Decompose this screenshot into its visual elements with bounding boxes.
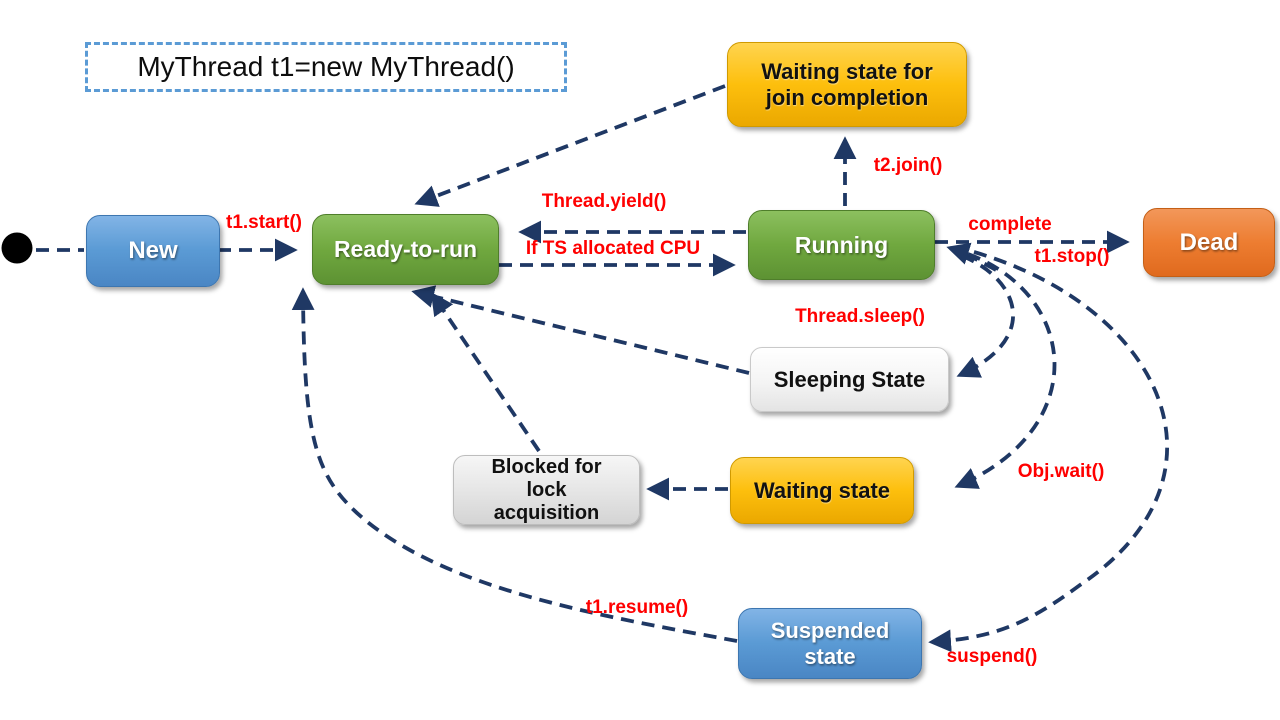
arrow-sleep-back	[411, 285, 750, 375]
state-blocked: Blocked for lock acquisition	[453, 455, 640, 525]
state-running-label: Running	[794, 231, 889, 258]
title-text: MyThread t1=new MyThread()	[137, 51, 515, 82]
state-waiting-label: Waiting state	[753, 477, 891, 503]
arrow-suspend	[928, 250, 1169, 653]
state-sleeping-label: Sleeping State	[773, 366, 926, 392]
transition-label-suspend: suspend()	[946, 646, 1038, 667]
arrow-join-back	[414, 84, 726, 207]
arrow-blocked-back	[430, 291, 541, 453]
state-suspended: Suspended state	[738, 608, 922, 679]
state-dead: Dead	[1143, 208, 1275, 277]
state-ready-to-run: Ready-to-run	[312, 214, 499, 285]
state-sleeping: Sleeping State	[750, 347, 949, 412]
arrow-wait	[954, 252, 1057, 489]
state-running: Running	[748, 210, 935, 280]
transition-label-resume: t1.resume()	[585, 597, 689, 618]
state-waiting-join-completion: Waiting state for join completion	[727, 42, 967, 127]
arrow-resume	[291, 287, 738, 643]
transition-label-complete: complete	[968, 214, 1052, 235]
transition-label-stop: t1.stop()	[1034, 246, 1110, 267]
transition-label-start: t1.start()	[225, 212, 303, 233]
transition-label-cpu: If TS allocated CPU	[525, 238, 701, 259]
start-dot	[1, 232, 33, 264]
state-join-wait-label: Waiting state for join completion	[761, 59, 933, 110]
state-dead-label: Dead	[1179, 228, 1239, 256]
state-suspended-label: Suspended state	[770, 618, 890, 669]
arrow-sleep	[956, 254, 1015, 378]
state-blocked-label: Blocked for lock acquisition	[491, 455, 602, 524]
title-box: MyThread t1=new MyThread()	[85, 42, 567, 92]
state-new-label: New	[128, 237, 178, 265]
transition-label-join: t2.join()	[873, 155, 943, 176]
transition-label-sleep: Thread.sleep()	[795, 306, 925, 327]
state-waiting: Waiting state	[730, 457, 914, 524]
transition-label-wait: Obj.wait()	[1017, 461, 1105, 482]
state-new: New	[86, 215, 220, 287]
state-ready-label: Ready-to-run	[333, 236, 478, 263]
transition-label-yield: Thread.yield()	[541, 191, 667, 212]
